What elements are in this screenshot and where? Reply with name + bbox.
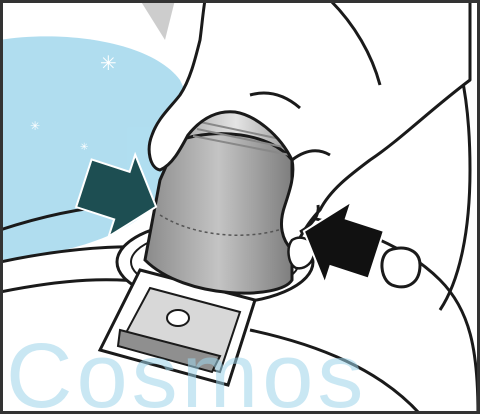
svg-text:✳: ✳ (80, 142, 88, 153)
release-button-icon (167, 310, 189, 326)
svg-text:✳: ✳ (100, 51, 117, 75)
appliance-latch (382, 248, 420, 287)
svg-text:✳: ✳ (30, 119, 40, 133)
